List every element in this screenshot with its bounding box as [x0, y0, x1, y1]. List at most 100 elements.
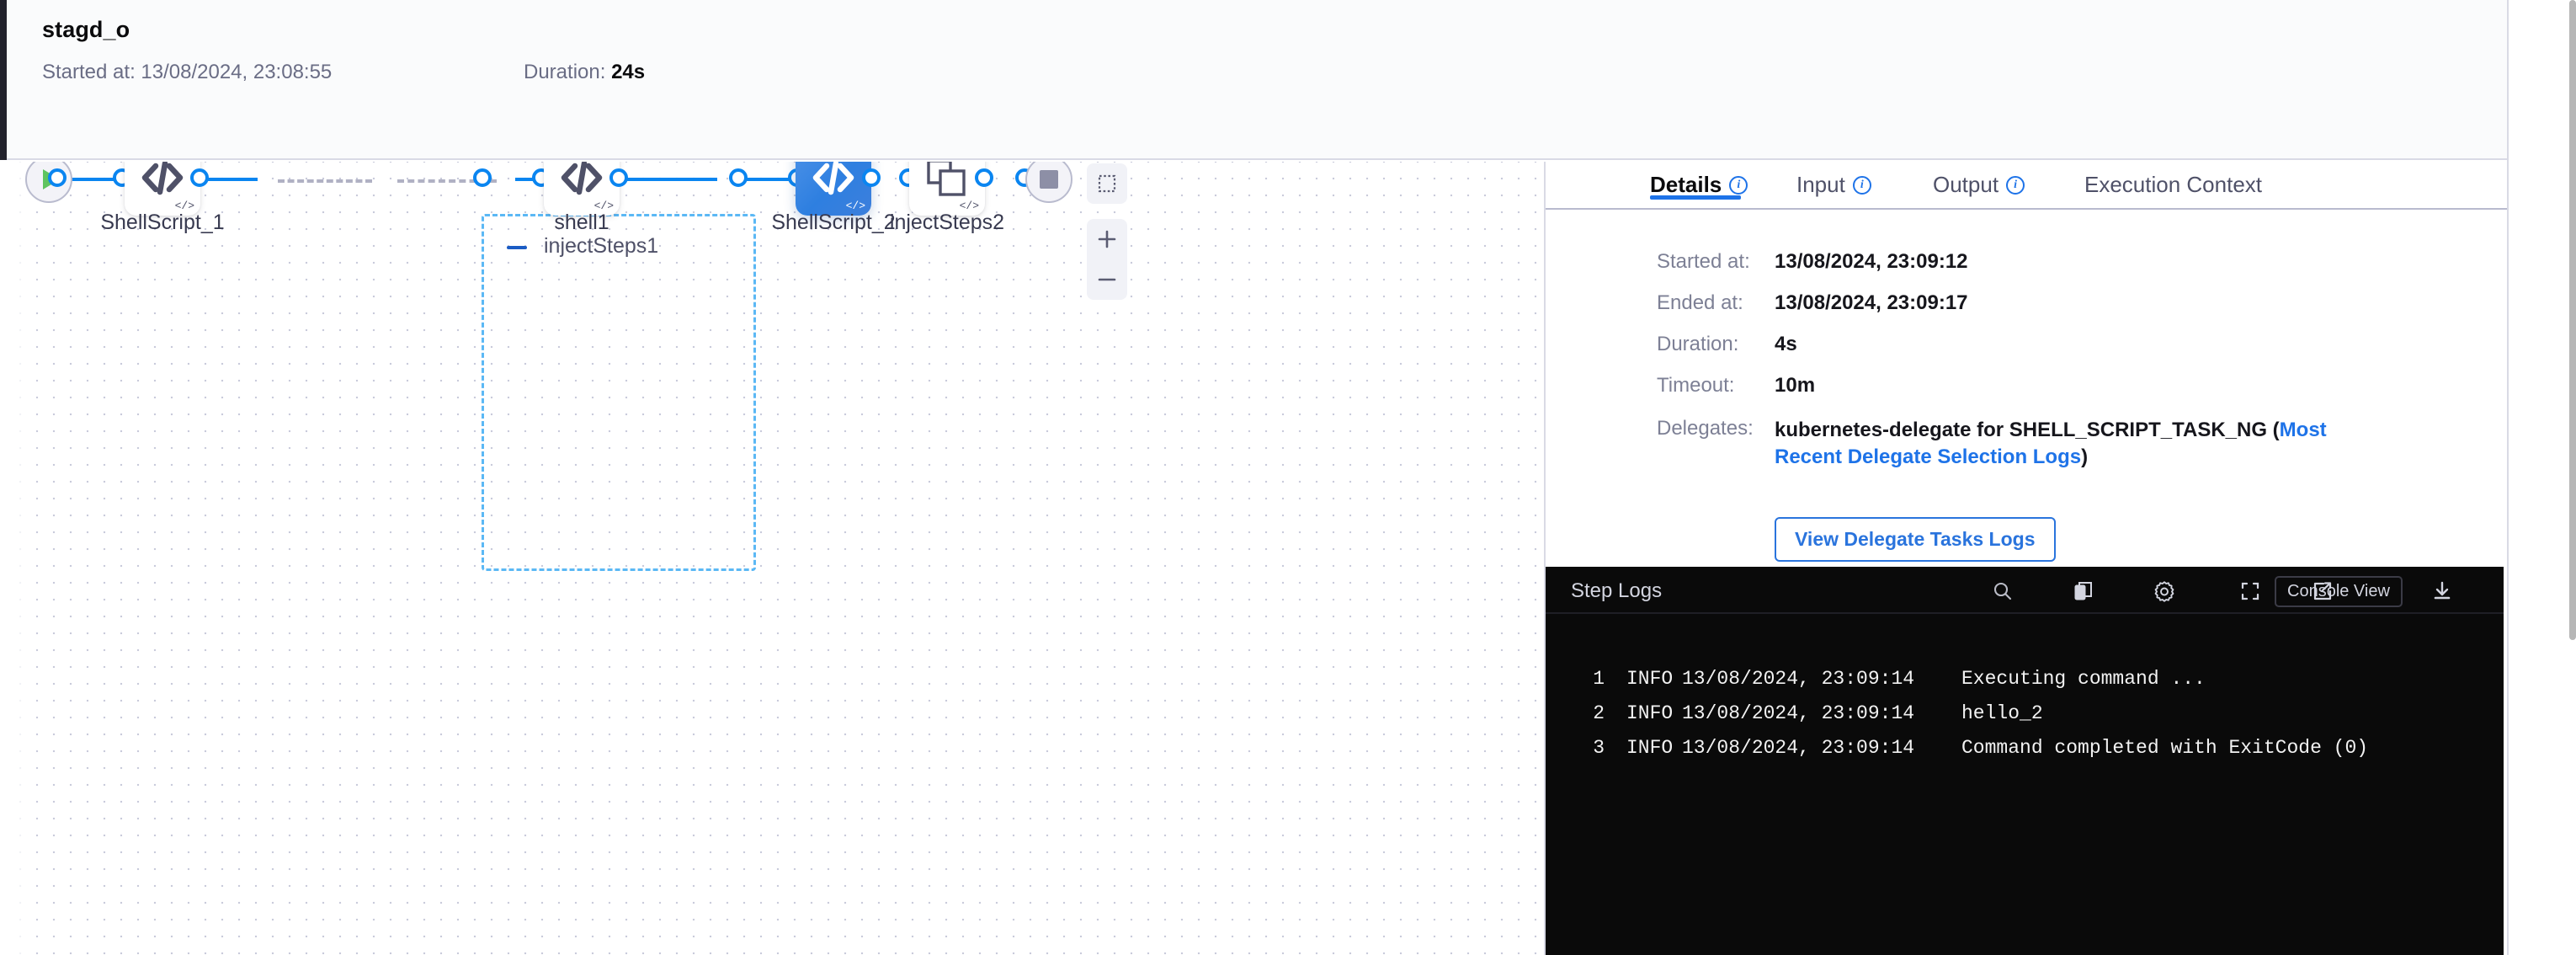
graph-node-injectsteps2[interactable]: </> — [909, 162, 985, 216]
tab-output[interactable]: Output i — [1933, 172, 2025, 198]
tab-output-label: Output — [1933, 172, 1999, 197]
detail-tabs: Details i Input i Output i Execution Con… — [1546, 162, 2507, 210]
minus-icon[interactable] — [507, 246, 527, 249]
download-icon[interactable] — [2426, 575, 2458, 607]
graph-node-label: ShellScript_2 — [771, 211, 896, 234]
code-icon — [561, 162, 603, 195]
info-icon[interactable]: i — [1729, 175, 1748, 195]
shellscript2-output-port[interactable] — [862, 168, 881, 187]
shellscript1-output-port[interactable] — [190, 168, 209, 187]
edge-shellscript1-in — [167, 178, 258, 181]
delegates-value: kubernetes-delegate for SHELL_SCRIPT_TAS… — [1775, 417, 2339, 470]
ended-at-label: Ended at: — [1657, 291, 1743, 314]
info-icon[interactable]: i — [2006, 175, 2025, 195]
active-tab-underline — [1650, 195, 1741, 200]
log-line: 2 INFO 13/08/2024, 23:09:14 hello_2 — [1546, 696, 2504, 730]
started-at-summary: Started at: 13/08/2024, 23:08:55 — [42, 61, 332, 84]
step-logs-title: Step Logs — [1571, 579, 1663, 602]
edge-group-in-dashed — [278, 179, 372, 183]
plus-icon — [1098, 230, 1116, 248]
graph-node-shellscript2[interactable]: </> — [796, 162, 871, 216]
started-at-value: 13/08/2024, 23:08:55 — [141, 61, 333, 83]
info-icon[interactable]: i — [1852, 175, 1871, 195]
duration-label: Duration: — [1657, 333, 1739, 355]
log-line-number: 1 — [1593, 667, 1605, 690]
timeout-value: 10m — [1775, 374, 1816, 397]
delegate-selection-logs-link[interactable]: Most Recent Delegate Selection Logs — [1775, 419, 2327, 468]
log-line-level: INFO — [1626, 667, 1674, 690]
duration-value: 4s — [1775, 333, 1797, 355]
search-icon[interactable] — [1987, 575, 2019, 607]
shell1-output-port[interactable] — [609, 168, 628, 187]
external-link-icon[interactable] — [2307, 575, 2339, 607]
tab-input-label: Input — [1796, 172, 1845, 197]
edge-injectsteps2-out — [737, 178, 830, 181]
page-title: stagd_o — [42, 17, 130, 42]
tab-details[interactable]: Details i — [1650, 172, 1748, 200]
page-scrollbar-thumb[interactable] — [2569, 0, 2576, 640]
zoom-in-button[interactable] — [1087, 219, 1127, 259]
edge-start-to-shellscript1 — [57, 178, 148, 181]
details-content: Started at: 13/08/2024, 23:09:12 Ended a… — [1546, 210, 2507, 562]
log-output[interactable]: 1 INFO 13/08/2024, 23:09:14 Executing co… — [1546, 661, 2504, 765]
canvas-left-fade — [0, 162, 37, 955]
header-left-edge-strip — [0, 0, 7, 160]
edge-shell1-out-dashed — [397, 179, 497, 183]
graph-node-label: shell1 — [554, 211, 609, 234]
tab-input[interactable]: Input i — [1796, 172, 1871, 198]
log-line-number: 2 — [1593, 702, 1605, 724]
node-type-code-icon: </> — [174, 200, 194, 212]
graph-node-shell1[interactable]: </> — [544, 162, 620, 216]
node-type-code-icon: </> — [959, 200, 979, 212]
graph-node-shellscript1[interactable]: </> — [125, 162, 200, 216]
duration-value: 24s — [611, 61, 646, 83]
injectsteps2-output-port[interactable] — [975, 168, 993, 187]
end-node[interactable] — [1025, 162, 1072, 203]
code-icon — [141, 162, 184, 195]
tab-execution-context[interactable]: Execution Context — [2084, 172, 2262, 198]
delegates-label: Delegates: — [1657, 417, 1754, 440]
node-type-code-icon: </> — [845, 200, 865, 212]
graph-node-label: ShellScript_1 — [100, 211, 225, 234]
view-delegate-tasks-logs-button[interactable]: View Delegate Tasks Logs — [1775, 517, 2056, 562]
step-logs-panel: Step Logs — [1546, 567, 2504, 955]
started-at-label: Started at: — [42, 61, 136, 83]
execution-header: stagd_o Started at: 13/08/2024, 23:08:55… — [0, 0, 2576, 160]
dashed-square-icon — [1098, 174, 1116, 193]
log-line-time: 13/08/2024, 23:09:14 — [1682, 702, 1915, 724]
edge-shellscript2-out — [625, 178, 717, 181]
duration-label: Duration: — [524, 61, 606, 83]
start-node-port[interactable] — [48, 168, 67, 187]
tab-details-label: Details — [1650, 172, 1722, 197]
group-input-port[interactable] — [473, 168, 492, 187]
code-icon — [812, 162, 854, 195]
expand-icon[interactable] — [2234, 575, 2266, 607]
minus-icon — [1098, 278, 1116, 281]
stop-icon — [1040, 170, 1058, 189]
delegates-text: kubernetes-delegate for SHELL_SCRIPT_TAS… — [1775, 419, 2280, 441]
group-node-injectsteps1[interactable] — [482, 214, 756, 571]
copy-icon[interactable] — [2068, 575, 2100, 607]
log-line-level: INFO — [1626, 702, 1674, 724]
log-line-number: 3 — [1593, 736, 1605, 759]
timeout-label: Timeout: — [1657, 374, 1735, 397]
step-logs-header: Step Logs — [1546, 567, 2504, 614]
tab-execution-context-label: Execution Context — [2084, 172, 2263, 197]
selection-box-button[interactable] — [1087, 163, 1127, 204]
log-line: 1 INFO 13/08/2024, 23:09:14 Executing co… — [1546, 661, 2504, 696]
log-line-time: 13/08/2024, 23:09:14 — [1682, 736, 1915, 759]
log-line-message: hello_2 — [1961, 702, 2043, 724]
pipeline-graph-canvas[interactable]: </> ShellScript_1 injectSteps1 </> — [0, 162, 1546, 955]
zoom-out-button[interactable] — [1087, 259, 1127, 300]
log-line: 3 INFO 13/08/2024, 23:09:14 Command comp… — [1546, 730, 2504, 765]
zoom-controls[interactable] — [1087, 219, 1127, 300]
group-output-port[interactable] — [729, 168, 748, 187]
gear-icon[interactable] — [2148, 575, 2180, 607]
copy-squares-icon — [927, 162, 966, 196]
log-line-message: Executing command ... — [1961, 667, 2206, 690]
log-line-message: Command completed with ExitCode (0) — [1961, 736, 2369, 759]
canvas-right-divider — [1544, 162, 1546, 955]
console-view-button[interactable]: Console View — [2275, 576, 2403, 607]
group-node-label: injectSteps1 — [544, 234, 659, 258]
